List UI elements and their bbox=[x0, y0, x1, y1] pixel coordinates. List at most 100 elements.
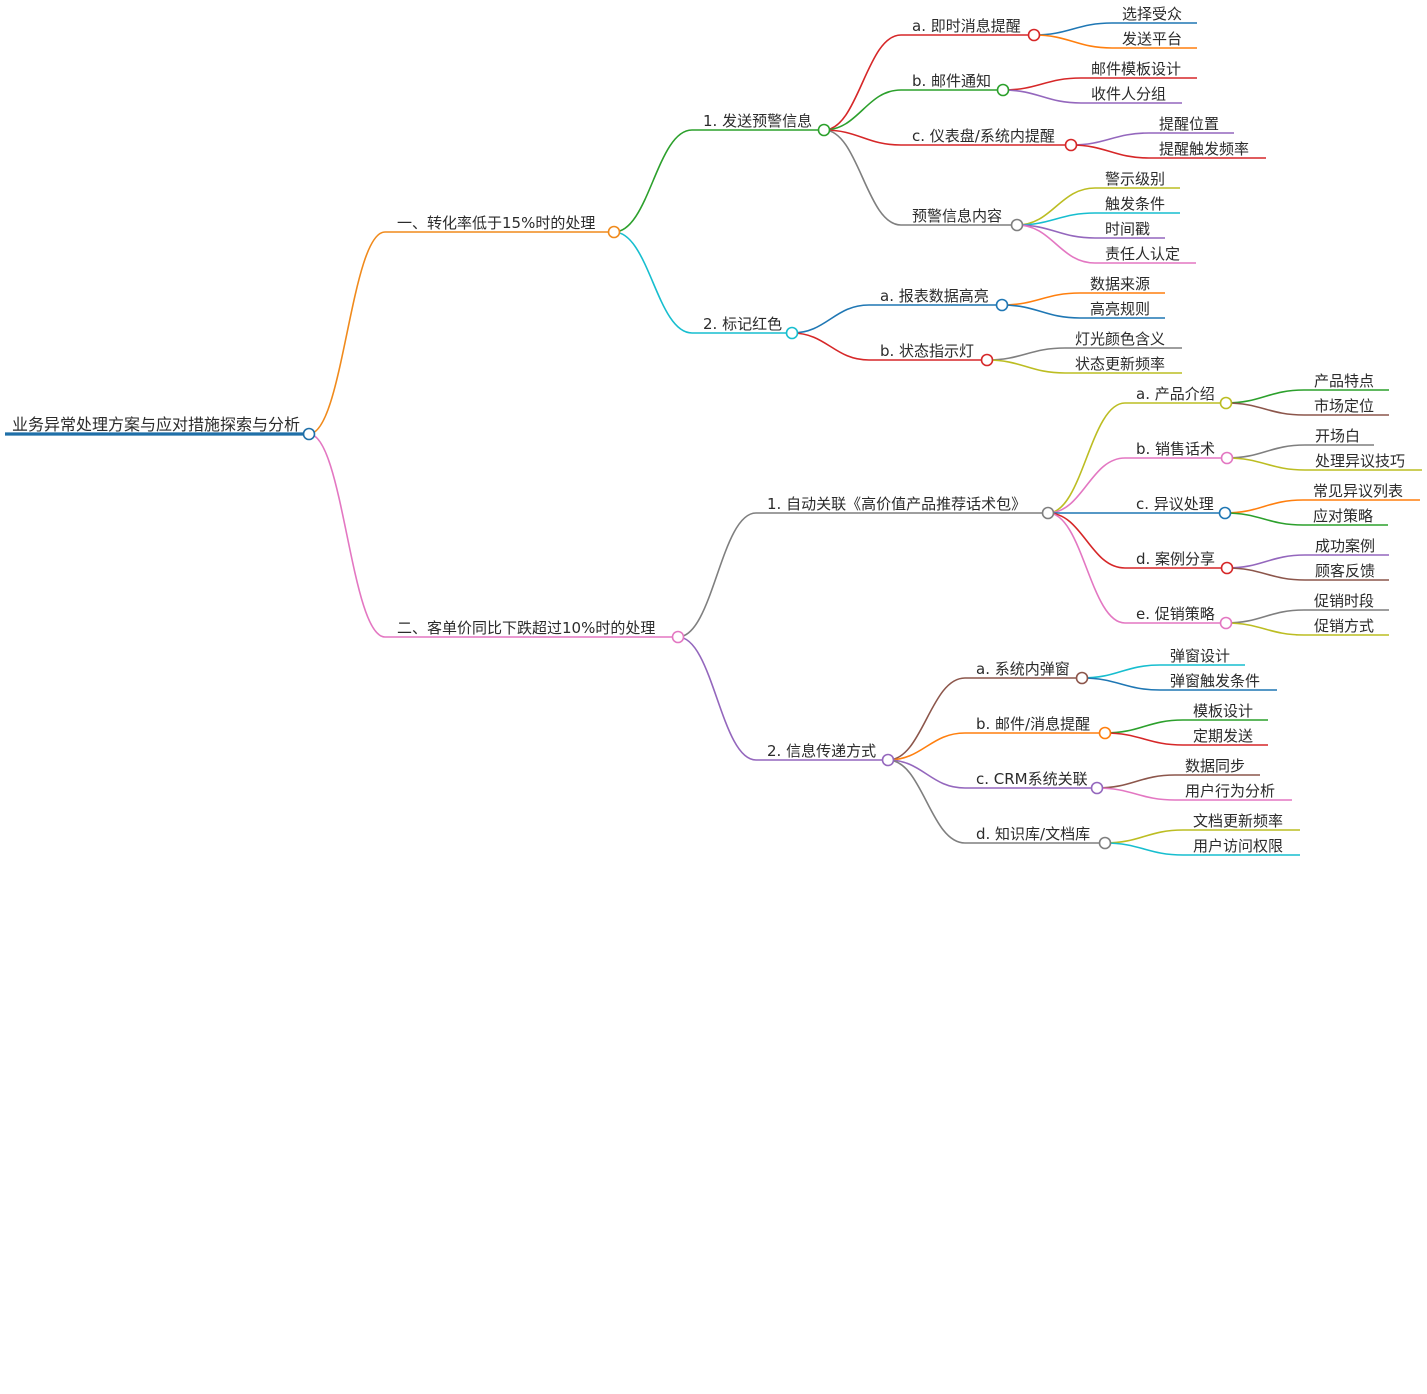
edge-r-0 bbox=[308, 231, 386, 435]
leaf-node-label: 时间戳 bbox=[1105, 220, 1150, 238]
node-toggle-r-0-0-1[interactable] bbox=[996, 83, 1010, 97]
node-label: a. 即时消息提醒 bbox=[912, 17, 1021, 35]
edge-r-1-1-2-0 bbox=[1096, 774, 1176, 789]
node-label: 2. 标记红色 bbox=[703, 315, 782, 333]
edge-r-1-1-1-1 bbox=[1104, 732, 1184, 746]
node-toggle-r[interactable] bbox=[302, 427, 316, 441]
edge-r-1 bbox=[308, 433, 386, 638]
edge-r-0-0-0-1 bbox=[1033, 34, 1113, 49]
edge-r-1-1-0-0 bbox=[1081, 664, 1161, 679]
leaf-node-label: 市场定位 bbox=[1314, 397, 1374, 415]
edge-r-1-0-1 bbox=[1047, 457, 1126, 514]
node-label: d. 知识库/文档库 bbox=[976, 825, 1090, 843]
node-toggle-r-1-0-4[interactable] bbox=[1219, 616, 1233, 630]
edge-r-1-0-2-1 bbox=[1224, 512, 1304, 526]
leaf-node-label: 灯光颜色含义 bbox=[1075, 330, 1165, 348]
node-label: a. 系统内弹窗 bbox=[976, 660, 1070, 678]
node-toggle-r-1-0-0[interactable] bbox=[1219, 396, 1233, 410]
node-toggle-r-1-0-2[interactable] bbox=[1218, 506, 1232, 520]
node-label: b. 销售话术 bbox=[1136, 440, 1215, 458]
node-label: e. 促销策略 bbox=[1136, 605, 1215, 623]
edge-r-0-0-3 bbox=[823, 129, 902, 226]
node-toggle-r-0-1-0[interactable] bbox=[995, 298, 1009, 312]
edge-r-1-0-4-0 bbox=[1225, 609, 1305, 624]
leaf-node-label: 应对策略 bbox=[1313, 507, 1373, 525]
node-toggle-r-1-0-3[interactable] bbox=[1220, 561, 1234, 575]
node-label: b. 邮件通知 bbox=[912, 72, 991, 90]
node-toggle-r-1-1-3[interactable] bbox=[1098, 836, 1112, 850]
node-toggle-r-1-0[interactable] bbox=[1041, 506, 1055, 520]
edge-r-1-1-3-0 bbox=[1104, 829, 1184, 844]
leaf-node-label: 提醒触发频率 bbox=[1159, 140, 1249, 158]
node-label: d. 案例分享 bbox=[1136, 550, 1215, 568]
node-label: 二、客单价同比下跌超过10%时的处理 bbox=[397, 619, 655, 637]
leaf-node-label: 高亮规则 bbox=[1090, 300, 1150, 318]
edge-r-1-0-3-0 bbox=[1226, 554, 1306, 569]
edge-r-1-0-0-1 bbox=[1225, 402, 1305, 416]
leaf-node-label: 产品特点 bbox=[1314, 372, 1374, 390]
node-toggle-r-0-1[interactable] bbox=[785, 326, 799, 340]
edge-r-0-0-1 bbox=[823, 89, 902, 131]
node-label: a. 报表数据高亮 bbox=[880, 287, 989, 305]
edge-r-0-1-1 bbox=[791, 332, 870, 361]
edge-r-1-1-0-1 bbox=[1081, 677, 1161, 691]
leaf-node-label: 弹窗触发条件 bbox=[1170, 672, 1260, 690]
node-toggle-r-1-1-1[interactable] bbox=[1098, 726, 1112, 740]
leaf-node-label: 开场白 bbox=[1315, 427, 1360, 445]
edge-r-0-0-3-3 bbox=[1016, 224, 1096, 264]
node-label: 2. 信息传递方式 bbox=[767, 742, 876, 760]
node-toggle-r-1-0-1[interactable] bbox=[1220, 451, 1234, 465]
leaf-node-label: 模板设计 bbox=[1193, 702, 1253, 720]
edge-r-0-0-0 bbox=[823, 34, 902, 131]
leaf-node-label: 收件人分组 bbox=[1091, 85, 1166, 103]
edge-r-0-1-0 bbox=[791, 304, 870, 334]
node-toggle-r-1-1[interactable] bbox=[881, 753, 895, 767]
leaf-node-label: 状态更新频率 bbox=[1075, 355, 1165, 373]
leaf-node-label: 常见异议列表 bbox=[1313, 482, 1403, 500]
leaf-node-label: 用户行为分析 bbox=[1185, 782, 1275, 800]
edge-r-1-1 bbox=[677, 636, 757, 761]
edge-r-1-0-3-1 bbox=[1226, 567, 1306, 581]
node-label: 预警信息内容 bbox=[912, 207, 1002, 225]
leaf-node-label: 选择受众 bbox=[1122, 5, 1182, 23]
edge-r-0-0-3-0 bbox=[1016, 187, 1096, 226]
node-label: c. CRM系统关联 bbox=[976, 770, 1088, 788]
edge-r-0-0-2-0 bbox=[1070, 132, 1150, 146]
leaf-node-label: 弹窗设计 bbox=[1170, 647, 1230, 665]
edge-r-1-1-0 bbox=[887, 677, 966, 761]
edge-r-0-0-2-1 bbox=[1070, 144, 1150, 159]
node-toggle-r-0-1-1[interactable] bbox=[980, 353, 994, 367]
node-toggle-r-0-0-3[interactable] bbox=[1010, 218, 1024, 232]
leaf-node-label: 成功案例 bbox=[1315, 537, 1375, 555]
node-toggle-r-0-0[interactable] bbox=[817, 123, 831, 137]
leaf-node-label: 提醒位置 bbox=[1159, 115, 1219, 133]
edge-r-0-0-1-1 bbox=[1002, 89, 1082, 104]
leaf-node-label: 数据同步 bbox=[1185, 757, 1245, 775]
edge-r-0-1-0-1 bbox=[1001, 304, 1081, 319]
node-label: c. 异议处理 bbox=[1136, 495, 1214, 513]
node-toggle-r-0[interactable] bbox=[607, 225, 621, 239]
node-label: c. 仪表盘/系统内提醒 bbox=[912, 127, 1055, 145]
edge-r-1-1-3-1 bbox=[1104, 842, 1184, 856]
node-label: b. 状态指示灯 bbox=[880, 342, 974, 360]
node-toggle-r-1-1-0[interactable] bbox=[1075, 671, 1089, 685]
edge-r-1-0-1-1 bbox=[1226, 457, 1306, 471]
root-node-label: 业务异常处理方案与应对措施探索与分析 bbox=[12, 415, 300, 434]
edge-r-1-1-1-0 bbox=[1104, 719, 1184, 734]
leaf-node-label: 促销方式 bbox=[1314, 617, 1374, 635]
edge-r-1-0 bbox=[677, 512, 757, 638]
mindmap-edges bbox=[5, 22, 1422, 856]
node-label: 1. 自动关联《高价值产品推荐话术包》 bbox=[767, 495, 1026, 513]
edge-r-1-1-2 bbox=[887, 759, 966, 789]
node-toggle-r-1-1-2[interactable] bbox=[1090, 781, 1104, 795]
edge-r-1-0-0-0 bbox=[1225, 389, 1305, 404]
node-toggle-r-0-0-2[interactable] bbox=[1064, 138, 1078, 152]
node-toggle-r-0-0-0[interactable] bbox=[1027, 28, 1041, 42]
node-label: b. 邮件/消息提醒 bbox=[976, 715, 1090, 733]
edge-r-1-1-1 bbox=[887, 732, 966, 761]
node-toggle-r-1[interactable] bbox=[671, 630, 685, 644]
edge-r-0-1 bbox=[613, 231, 693, 334]
edge-r-1-0-1-0 bbox=[1226, 444, 1306, 459]
edge-r-1-1-2-1 bbox=[1096, 787, 1176, 801]
